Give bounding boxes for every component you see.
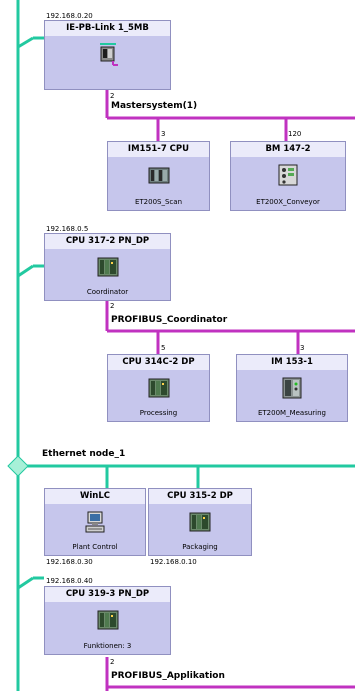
station-caption: Plant Control <box>72 543 118 551</box>
station-title: CPU 317-2 PN_DP <box>45 234 170 249</box>
ethernet-branch-cpu317 <box>17 264 34 278</box>
station-caption: ET200X_Conveyor <box>256 198 320 206</box>
station-cpu-314c-2-dp[interactable]: CPU 314C-2 DP Processing <box>107 354 210 422</box>
profibus-address-coordinator: 2 <box>110 302 115 310</box>
station-caption: Coordinator <box>86 288 129 296</box>
ip-address-cpu317: 192.168.0.5 <box>46 225 89 233</box>
station-im151-7-cpu[interactable]: IM151-7 CPU ET200S_Scan <box>107 141 210 211</box>
et200m-icon <box>282 377 302 399</box>
profibus-address-master1: 2 <box>110 92 115 100</box>
cpu-rack-icon <box>148 378 169 398</box>
profibus-address-im151: 3 <box>161 130 166 138</box>
ethernet-node-label: Ethernet node_1 <box>42 449 126 459</box>
profibus-address-applikation: 2 <box>110 658 115 666</box>
pc-icon <box>85 511 105 533</box>
ip-address-ie-pb-link: 192.168.0.20 <box>46 12 93 20</box>
profibus-address-bm147: 120 <box>288 130 302 138</box>
station-im-153-1[interactable]: IM 153-1 ET200M_Measuring <box>236 354 348 422</box>
station-caption: ET200S_Scan <box>134 198 183 206</box>
station-title: BM 147-2 <box>231 142 345 157</box>
ip-address-cpu315: 192.168.0.10 <box>150 558 197 566</box>
station-bm-147-2[interactable]: BM 147-2 ET200X_Conveyor <box>230 141 346 211</box>
cpu-rack-icon <box>97 257 118 277</box>
ip-address-cpu319: 192.168.0.40 <box>46 577 93 585</box>
station-title: IM151-7 CPU <box>108 142 209 157</box>
et200s-icon <box>148 167 169 184</box>
station-title: CPU 314C-2 DP <box>108 355 209 370</box>
cpu-rack-icon <box>189 512 211 532</box>
ip-address-winlc: 192.168.0.30 <box>46 558 93 566</box>
station-winlc[interactable]: WinLC Plant Control <box>44 488 146 556</box>
station-title: CPU 319-3 PN_DP <box>45 587 170 602</box>
station-caption: ET200M_Measuring <box>257 409 327 417</box>
et200x-icon <box>278 164 298 186</box>
station-title: CPU 315-2 DP <box>149 489 251 504</box>
link-module-icon <box>99 43 118 66</box>
station-cpu-319-3-pn-dp[interactable]: CPU 319-3 PN_DP Funktionen: 3 <box>44 586 171 655</box>
profibus-address-im153: 3 <box>300 344 305 352</box>
station-title: WinLC <box>45 489 145 504</box>
profibus-name-coordinator: PROFIBUS_Coordinator <box>111 315 228 325</box>
ethernet-branch-ie-pb-link <box>17 36 34 49</box>
station-caption: Funktionen: 3 <box>83 642 132 650</box>
profibus-name-applikation: PROFIBUS_Applikation <box>111 671 225 681</box>
profibus-name-master1: Mastersystem(1) <box>111 101 198 111</box>
station-ie-pb-link[interactable]: IE-PB-Link 1_5MB <box>44 20 171 90</box>
station-caption: Processing <box>139 409 178 417</box>
station-cpu-315-2-dp[interactable]: CPU 315-2 DP Packaging <box>148 488 252 556</box>
station-cpu-317-2-pn-dp[interactable]: CPU 317-2 PN_DP Coordinator <box>44 233 171 301</box>
station-caption: Packaging <box>182 543 218 551</box>
ethernet-branch-cpu319 <box>17 576 34 590</box>
ethernet-node-marker <box>7 455 29 477</box>
station-title: IM 153-1 <box>237 355 347 370</box>
cpu-rack-icon <box>97 610 118 630</box>
profibus-address-cpu314c: 5 <box>161 344 166 352</box>
station-title: IE-PB-Link 1_5MB <box>45 21 170 36</box>
